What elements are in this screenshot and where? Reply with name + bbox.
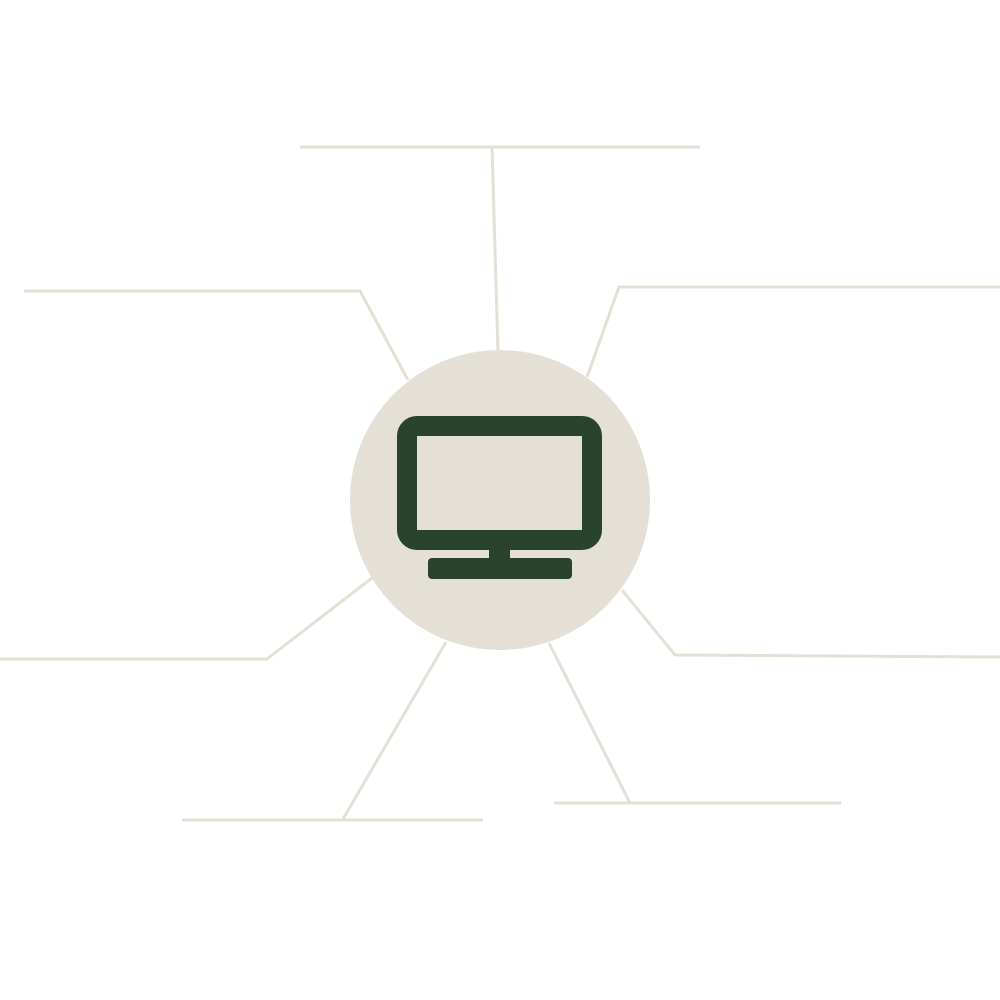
monitor-icon [397,416,602,579]
central-hub [350,350,650,650]
monitor-base [428,558,572,579]
connector-lower-left [0,576,373,661]
connector-upper-right [585,285,1000,378]
connector-top-stem [490,146,500,353]
connector-bottom-right [547,642,632,804]
connector-lower-right [620,589,1000,659]
connector-bottom-left [341,641,448,820]
connector-upper-left [24,289,410,381]
monitor-screen [397,416,602,550]
